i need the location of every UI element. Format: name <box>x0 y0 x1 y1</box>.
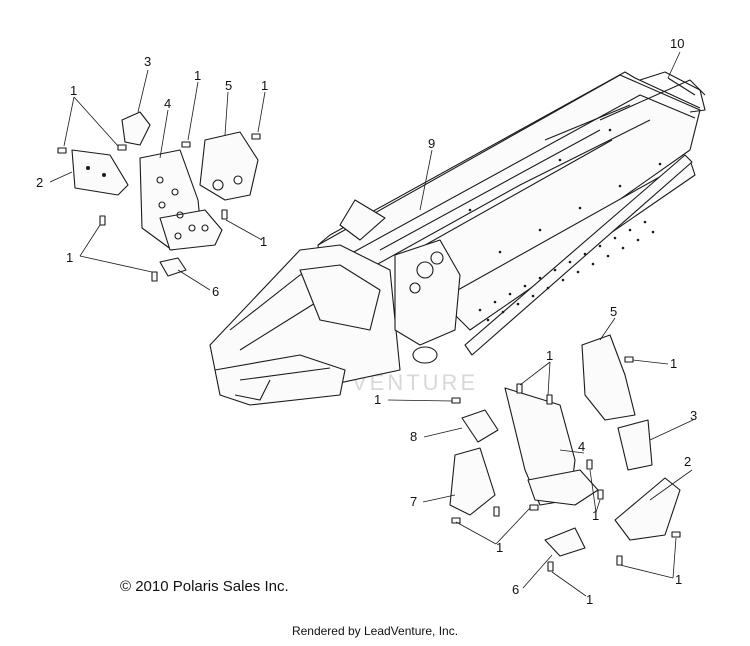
chassis-rivets <box>468 128 662 322</box>
callout-1: 1 <box>496 540 503 555</box>
callout-6: 6 <box>512 582 519 597</box>
bracket-6-left <box>159 257 187 277</box>
plate-4-holes <box>156 176 209 240</box>
callout-8: 8 <box>410 429 417 444</box>
callout-3: 3 <box>144 54 151 69</box>
rendered-by-text: Rendered by LeadVenture, Inc. <box>291 624 459 638</box>
callout-1: 1 <box>592 508 599 523</box>
callout-7: 7 <box>410 494 417 509</box>
callout-1: 1 <box>70 83 77 98</box>
chassis-frame <box>209 71 706 406</box>
bracket-2-right <box>614 477 681 541</box>
bolts-left <box>57 133 261 282</box>
bracket-5-right <box>581 334 636 421</box>
callout-5: 5 <box>610 304 617 319</box>
callout-1: 1 <box>194 68 201 83</box>
callout-1: 1 <box>66 250 73 265</box>
callout-5: 5 <box>225 78 232 93</box>
callout-1: 1 <box>675 572 682 587</box>
callout-9: 9 <box>428 136 435 151</box>
bracket-8 <box>461 409 499 443</box>
callout-4: 4 <box>578 439 585 454</box>
callout-2: 2 <box>36 175 43 190</box>
callout-1: 1 <box>260 234 267 249</box>
bracket-6-right <box>544 527 586 557</box>
bracket-5-left <box>199 131 259 201</box>
bracket-3-left <box>121 111 151 146</box>
callout-1: 1 <box>374 392 381 407</box>
callout-2: 2 <box>684 454 691 469</box>
bracket-2-left <box>71 149 129 196</box>
callout-1: 1 <box>546 348 553 363</box>
callout-1: 1 <box>670 356 677 371</box>
callout-10: 10 <box>670 36 684 51</box>
callout-1: 1 <box>586 592 593 607</box>
leader-lines <box>49 51 694 597</box>
callout-4: 4 <box>164 96 171 111</box>
bracket-3-right <box>617 419 653 471</box>
callout-labels: 1 3 1 4 5 1 2 1 1 6 9 10 5 1 1 1 8 4 3 2… <box>36 36 697 607</box>
callout-6: 6 <box>212 284 219 299</box>
copyright-text: © 2010 Polaris Sales Inc. <box>120 578 289 595</box>
callout-1: 1 <box>261 78 268 93</box>
callout-3: 3 <box>690 408 697 423</box>
bolts-right <box>451 356 681 572</box>
plate-7 <box>449 447 496 516</box>
